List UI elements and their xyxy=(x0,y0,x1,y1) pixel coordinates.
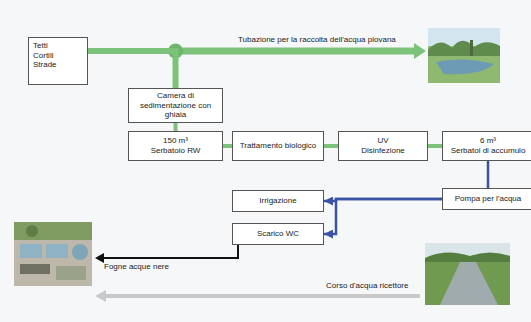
box-text: 6 m³ xyxy=(480,136,496,146)
pipe-connector xyxy=(487,161,490,188)
box-text: Tetti xyxy=(33,41,48,51)
box-text: Camera di sedimentazione con ghiaia xyxy=(132,91,219,120)
flow-label: Corso d'acqua ricettore xyxy=(326,281,408,291)
process-box: 6 m³Serbatoi di accumulo xyxy=(442,131,531,161)
pipe-connector xyxy=(88,51,176,88)
flow-label: Tubazione per la raccolta dell'acqua pio… xyxy=(238,35,396,45)
box-text: Irrigazione xyxy=(259,196,296,206)
process-box: Trattamento biologico xyxy=(232,131,324,161)
pipe-connector xyxy=(174,123,178,131)
box-text: Serbatoi di accumulo xyxy=(451,146,526,156)
process-box: Irrigazione xyxy=(232,190,324,212)
receiving-stream-photo xyxy=(425,243,510,305)
process-box: TettiCortiliStrade xyxy=(28,37,88,85)
box-text: Cortili xyxy=(33,51,53,61)
rainwater-pipe xyxy=(176,48,417,55)
process-box: Scarico WC xyxy=(232,223,324,245)
stream-line xyxy=(104,294,420,298)
sewer-arrowhead xyxy=(95,253,104,263)
sewer-line xyxy=(100,245,238,258)
box-text: Serbatoio RW xyxy=(151,146,201,156)
flow-arrowhead xyxy=(414,43,426,59)
pipe-connector xyxy=(428,144,442,148)
flow-label: Fogne acque nere xyxy=(104,262,169,272)
process-box: 150 m³Serbatoio RW xyxy=(128,131,223,161)
box-text: Scarico WC xyxy=(257,229,299,239)
box-text: 150 m³ xyxy=(163,136,188,146)
box-text: Strade xyxy=(33,60,57,70)
treatment-plant-photo xyxy=(14,222,92,286)
box-text: UV xyxy=(377,136,388,146)
box-text: Trattamento biologico xyxy=(240,141,317,151)
pipe-connector xyxy=(324,144,338,148)
process-box: Camera di sedimentazione con ghiaia xyxy=(128,88,223,123)
box-text: Disinfezione xyxy=(361,146,405,156)
process-box: UVDisinfezione xyxy=(338,131,428,161)
process-box: Pompa per l'acqua xyxy=(442,188,531,210)
pipe-connector xyxy=(324,199,442,234)
stream-arrowhead xyxy=(95,290,106,302)
pipe-connector xyxy=(223,144,232,148)
pond-photo xyxy=(428,28,500,83)
box-text: Pompa per l'acqua xyxy=(455,194,521,204)
